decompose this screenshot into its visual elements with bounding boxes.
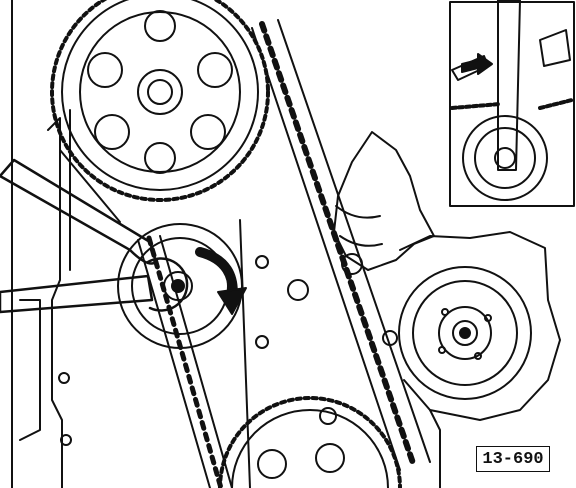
engine-block-outline (11, 0, 441, 488)
figure-label: 13-690 (476, 446, 550, 472)
timing-belt (59, 19, 431, 488)
direction-arrow-icon (461, 53, 493, 75)
tensioner-pulley (117, 223, 243, 349)
rotation-arrow-icon (195, 247, 247, 315)
inset-detail (449, 0, 575, 207)
camshaft-sprocket (50, 0, 270, 202)
wrench (0, 158, 189, 314)
hand (333, 131, 435, 271)
water-pump-pulley (398, 231, 561, 421)
crankshaft-sprocket (218, 396, 402, 488)
